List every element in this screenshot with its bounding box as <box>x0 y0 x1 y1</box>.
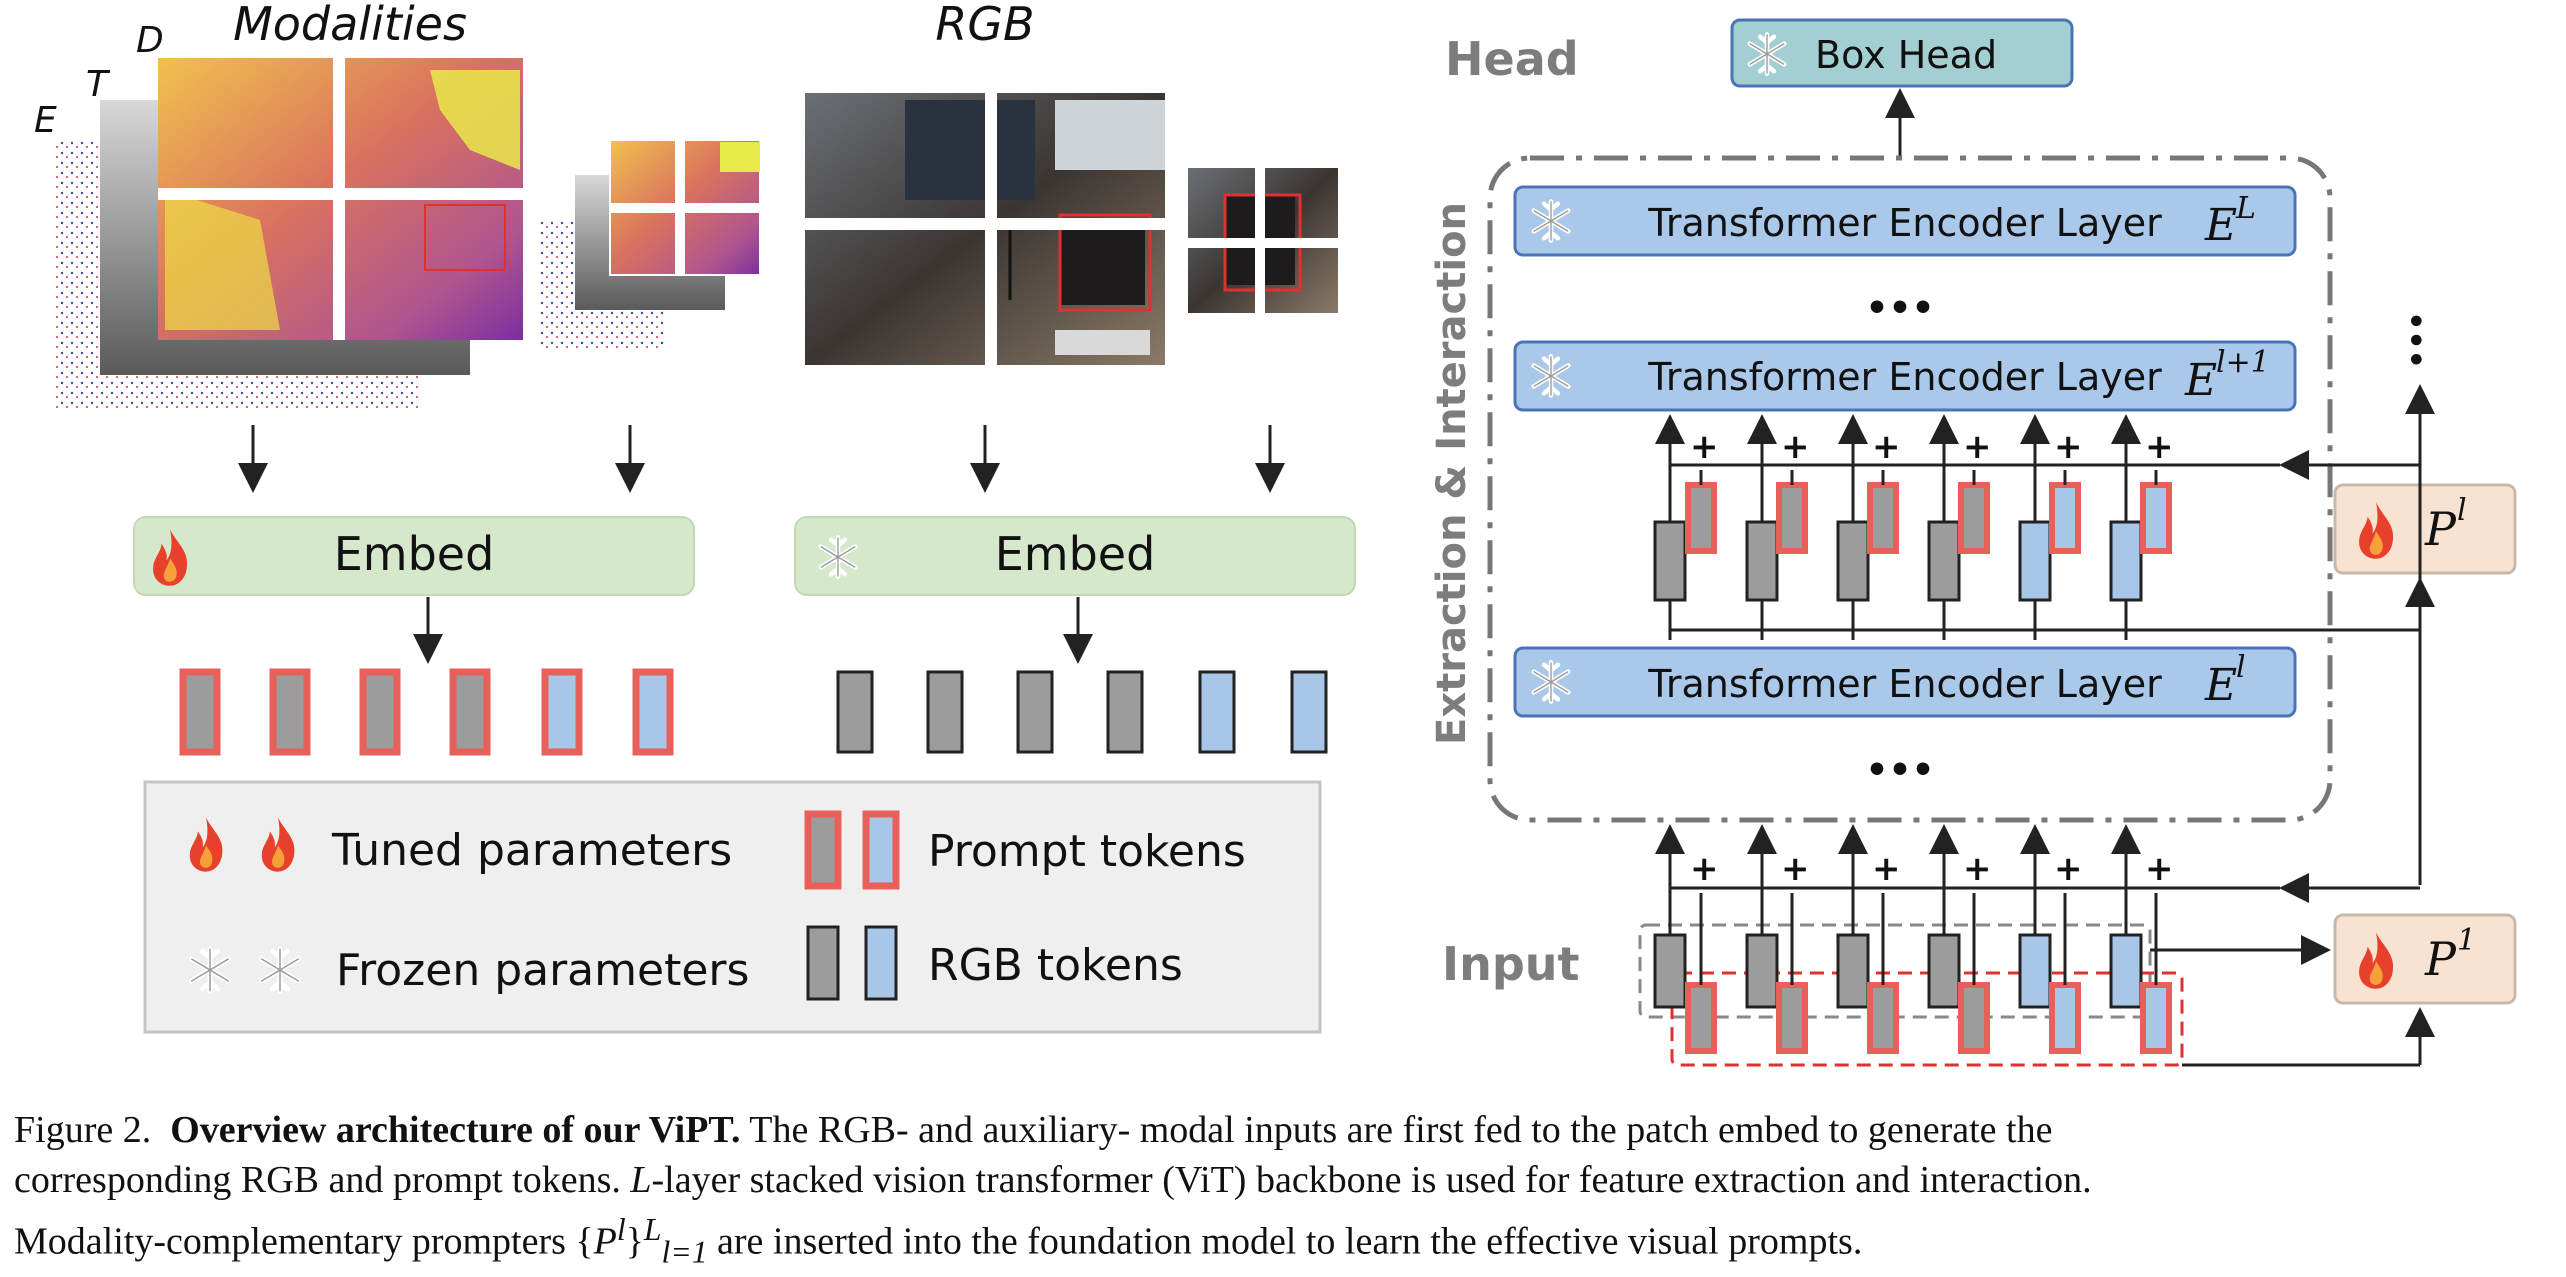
embed-rgb-label: Embed <box>995 527 1156 581</box>
encoder-top-label: Transformer Encoder Layer <box>1647 201 2162 245</box>
caption-line3-P: P <box>593 1220 617 1263</box>
caption-prefix: Figure 2. <box>14 1109 152 1151</box>
caption-line2: corresponding RGB and prompt tokens. <box>14 1159 621 1201</box>
caption-line2-L: L <box>630 1159 652 1201</box>
legend-box <box>143 780 1322 1034</box>
caption-line3-sup-l: l <box>616 1212 626 1247</box>
encoder-next-label: Transformer Encoder Layer <box>1647 355 2162 399</box>
embed-box-modal <box>133 516 695 596</box>
figure-caption: Figure 2. Overview architecture of our V… <box>14 1105 2554 1277</box>
input-token-block <box>1638 824 2280 1067</box>
caption-line3-rest: are inserted into the foundation model t… <box>707 1220 1863 1263</box>
rgb-tokens-row <box>836 670 1328 754</box>
encoder-top-symbol: E <box>2204 200 2237 251</box>
plus-sign: + <box>1872 849 1901 889</box>
caption-bold-title: Overview architecture of our ViPT. <box>170 1109 741 1151</box>
legend-rgb-token-blue <box>864 925 898 1001</box>
encoder-ellipsis-top: ••• <box>1865 288 1934 329</box>
legend-prompt-token-gray <box>804 810 842 890</box>
encoder-layer-current <box>1513 646 2297 718</box>
caption-line-3: Modality-complementary prompters {Pl}Ll=… <box>14 1205 2554 1277</box>
legend-rgb-label: RGB tokens <box>928 940 1183 991</box>
encoder-current-label: Transformer Encoder Layer <box>1647 662 2162 706</box>
encoder-next-superscript: l+1 <box>2216 345 2270 380</box>
caption-line3-supL: L <box>643 1212 662 1247</box>
plus-sign: + <box>1690 427 1719 467</box>
encoder-next-symbol: E <box>2184 355 2217 406</box>
encoder-ellipsis-bottom: ••• <box>1865 750 1934 791</box>
plus-sign: + <box>1963 849 1992 889</box>
encoder-current-symbol: E <box>2204 660 2237 711</box>
caption-line-1: Figure 2. Overview architecture of our V… <box>14 1105 2554 1155</box>
head-label: Head <box>1445 32 1579 86</box>
extraction-interaction-frame <box>1487 155 2333 823</box>
input-arrows-left <box>238 425 1285 493</box>
encoder-current-superscript: l <box>2236 650 2246 685</box>
rgb-image <box>805 93 1165 365</box>
plus-sign: + <box>1872 427 1901 467</box>
caption-line3-close: } <box>625 1220 644 1263</box>
box-head-label: Box Head <box>1815 33 1997 77</box>
rgb-title: RGB <box>935 0 1034 51</box>
input-label: Input <box>1442 937 1580 991</box>
plus-sign: + <box>2054 427 2083 467</box>
modalities-title: Modalities <box>233 0 467 51</box>
thermal-letter: T <box>86 64 111 105</box>
modality-patch-stack <box>540 139 761 350</box>
plus-sign: + <box>2054 849 2083 889</box>
prompter-1-symbol: P <box>2424 932 2457 986</box>
plus-sign: + <box>1781 427 1810 467</box>
embed-box-rgb <box>794 516 1356 596</box>
extraction-interaction-label: Extraction & Interaction <box>1429 202 1475 745</box>
prompter-l-superscript: l <box>2457 493 2467 528</box>
modalities-stack <box>55 58 523 410</box>
legend-prompt-label: Prompt tokens <box>928 826 1246 877</box>
prompter-ellipsis: ••• <box>2397 311 2432 369</box>
caption-line3-sub: l=1 <box>661 1234 708 1270</box>
plus-sign: + <box>2145 849 2174 889</box>
legend-frozen-label: Frozen parameters <box>336 945 749 996</box>
depth-letter: D <box>136 20 164 61</box>
embed-modal-label: Embed <box>334 527 495 581</box>
plus-sign: + <box>1781 849 1810 889</box>
encoder-layer-top <box>1513 185 2297 257</box>
legend-prompt-token-blue <box>862 810 900 890</box>
caption-line1-rest: The RGB- and auxiliary- modal inputs are… <box>749 1109 2053 1151</box>
prompt-tokens-row <box>179 668 674 756</box>
caption-line-2: corresponding RGB and prompt tokens. L-l… <box>14 1155 2554 1205</box>
figure-diagram: E T D Modalities RGB <box>34 0 2517 1067</box>
encoder-layer-next <box>1513 340 2297 412</box>
rgb-patch-image <box>1188 168 1338 313</box>
box-head <box>1730 18 2074 88</box>
prompter-1-superscript: 1 <box>2457 923 2476 958</box>
plus-sign: + <box>1690 849 1719 889</box>
legend-rgb-token-gray <box>806 925 840 1001</box>
middle-token-block <box>1653 414 2280 640</box>
prompter-l-symbol: P <box>2424 502 2457 556</box>
plus-sign: + <box>2145 427 2174 467</box>
plus-sign: + <box>1963 427 1992 467</box>
encoder-top-superscript: L <box>2235 191 2256 226</box>
event-letter: E <box>34 100 57 141</box>
caption-line3-a: Modality-complementary prompters { <box>14 1220 594 1263</box>
caption-line2-rest: -layer stacked vision transformer (ViT) … <box>651 1159 2092 1201</box>
legend-tuned-label: Tuned parameters <box>331 825 732 876</box>
